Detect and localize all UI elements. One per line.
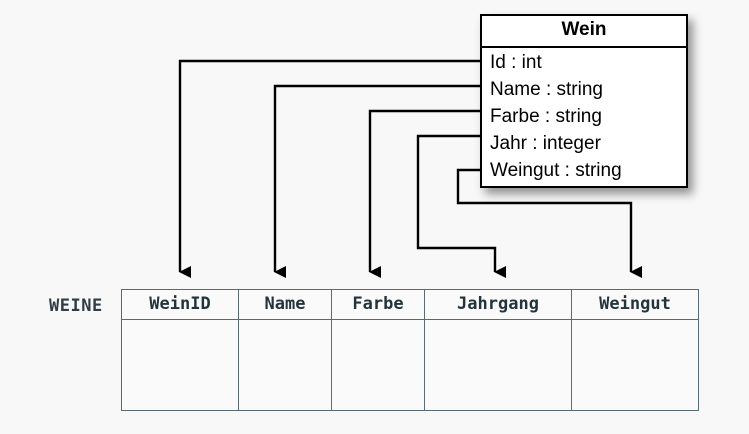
uml-attribute-name: Name : string (490, 78, 603, 100)
column-header-jahrgang[interactable]: Jahrgang (424, 289, 572, 320)
table-cell-weinid[interactable] (121, 319, 239, 411)
uml-attribute-list: Id : int Name : string Farbe : string Ja… (482, 48, 686, 186)
connector-name-to-name (273, 84, 480, 278)
uml-class-title: Wein (482, 16, 686, 48)
column-header-weinid[interactable]: WeinID (121, 289, 239, 320)
uml-class-box[interactable]: Wein Id : int Name : string Farbe : stri… (480, 14, 688, 188)
column-header-weingut[interactable]: Weingut (571, 289, 699, 320)
uml-attribute-jahr: Jahr : integer (490, 132, 601, 154)
uml-attribute-weingut: Weingut : string (490, 159, 622, 181)
uml-attribute-id: Id : int (490, 51, 542, 73)
table-header-row: WeinID Name Farbe Jahrgang Weingut (121, 289, 699, 320)
table-cell-weingut[interactable] (571, 319, 699, 411)
column-header-name[interactable]: Name (238, 289, 332, 320)
uml-attribute-farbe: Farbe : string (490, 105, 602, 127)
table-cell-jahrgang[interactable] (424, 319, 572, 411)
connector-id-to-weinid (178, 59, 480, 278)
connector-farbe-to-farbe (368, 109, 480, 278)
relational-table[interactable]: WeinID Name Farbe Jahrgang Weingut (121, 289, 699, 411)
table-cell-farbe[interactable] (331, 319, 425, 411)
table-row[interactable] (121, 319, 699, 411)
table-name-label: WEINE (49, 296, 103, 316)
column-header-farbe[interactable]: Farbe (331, 289, 425, 320)
table-cell-name[interactable] (238, 319, 332, 411)
